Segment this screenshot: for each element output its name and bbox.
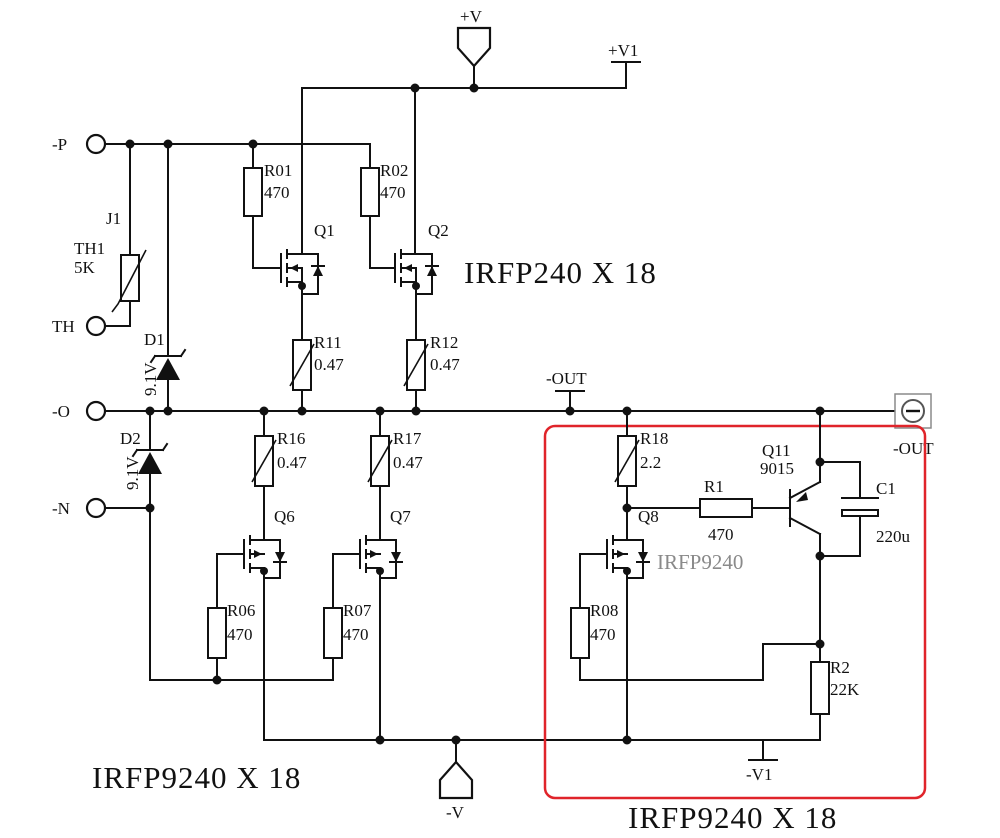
r08-resistor (570, 607, 590, 659)
zener-d2: D2 9.1V (120, 406, 169, 681)
th1-label: TH1 (74, 239, 105, 258)
lower-stage-q6: R16 0.47 Q6 R06 470 (207, 410, 307, 741)
positive-rail: +V +V1 (301, 7, 641, 93)
lower-stage-q7: R17 0.47 Q7 R07 470 (323, 410, 423, 741)
lower-right-caption: IRFP9240 X 18 (628, 800, 837, 835)
r06-label: R06 (227, 601, 255, 620)
r16-value: 0.47 (277, 453, 307, 472)
q7-label: Q7 (390, 507, 411, 526)
o-terminal[interactable] (85, 400, 107, 422)
r2-label: R2 (830, 658, 850, 677)
q8-type-label: IRFP9240 (657, 550, 743, 574)
driver-q8: R18 2.2 Q8 IRFP9240 R08 470 (570, 410, 821, 741)
neg-v-supply-symbol (438, 760, 474, 800)
zener-d1: D1 9.1V (141, 143, 187, 416)
n-terminal-label: -N (52, 499, 70, 518)
q8-label: Q8 (638, 507, 659, 526)
negative-rail: -V -V1 (263, 735, 821, 822)
r06-value: 470 (227, 625, 253, 644)
r07-label: R07 (343, 601, 372, 620)
r17-value: 0.47 (393, 453, 423, 472)
upper-stage-q1: R01 470 Q1 R11 0.47 (243, 87, 344, 412)
d1-label: D1 (144, 330, 165, 349)
o-bus: -O -OUT -OUT (52, 369, 934, 458)
r01-resistor (243, 167, 263, 217)
r11-value: 0.47 (314, 355, 344, 374)
r01-value: 470 (264, 183, 290, 202)
r02-label: R02 (380, 161, 408, 180)
r12-label: R12 (430, 333, 458, 352)
r1-resistor (699, 498, 753, 518)
q11-label: Q11 (762, 441, 791, 460)
d2-value: 9.1V (123, 456, 142, 490)
p-terminal-label: -P (52, 135, 67, 154)
c1-value: 220u (876, 527, 911, 546)
r1-label: R1 (704, 477, 724, 496)
neg-v-label: -V (446, 803, 465, 822)
r2-value: 22K (830, 680, 860, 699)
p-terminal[interactable] (85, 133, 107, 155)
neg-v1-label: -V1 (746, 765, 772, 784)
upper-stage-q2: R02 470 Q2 R12 0.47 (360, 87, 460, 412)
d1-value: 9.1V (141, 362, 160, 396)
r18-value: 2.2 (640, 453, 661, 472)
pos-v1-label: +V1 (608, 41, 638, 60)
r08-label: R08 (590, 601, 618, 620)
r11-label: R11 (314, 333, 342, 352)
q2-label: Q2 (428, 221, 449, 240)
th1-value: 5K (74, 258, 96, 277)
lower-left-caption: IRFP9240 X 18 (92, 760, 301, 795)
out-right-label: -OUT (893, 439, 934, 458)
thermistor-th1: J1 TH1 5K TH (52, 143, 147, 337)
r02-resistor (360, 167, 380, 217)
q11-type-label: 9015 (760, 459, 794, 478)
r08-value: 470 (590, 625, 616, 644)
d2-label: D2 (120, 429, 141, 448)
n-terminal[interactable] (85, 497, 107, 519)
r02-value: 470 (380, 183, 406, 202)
upper-caption: IRFP240 X 18 (464, 255, 657, 290)
r01-label: R01 (264, 161, 292, 180)
out-mid-label: -OUT (546, 369, 587, 388)
p-bus: -P (52, 133, 371, 169)
r17-label: R17 (393, 429, 422, 448)
q6-label: Q6 (274, 507, 295, 526)
r07-value: 470 (343, 625, 369, 644)
r07-resistor (323, 607, 343, 659)
r06-resistor (207, 607, 227, 659)
th-terminal-label: TH (52, 317, 75, 336)
pos-v-supply-symbol (456, 26, 492, 68)
th-terminal[interactable] (85, 315, 107, 337)
bias-transistor-q11: R1 470 Q11 9015 C1 220u R2 22K (699, 410, 911, 741)
r16-label: R16 (277, 429, 305, 448)
j1-label: J1 (106, 209, 121, 228)
r12-value: 0.47 (430, 355, 460, 374)
n-bus: -N (52, 497, 334, 685)
pos-v-label: +V (460, 7, 483, 26)
o-terminal-label: -O (52, 402, 70, 421)
r18-label: R18 (640, 429, 668, 448)
c1-label: C1 (876, 479, 896, 498)
q1-label: Q1 (314, 221, 335, 240)
r2-resistor (810, 661, 830, 715)
highlight-box (543, 424, 927, 800)
r1-value: 470 (708, 525, 734, 544)
